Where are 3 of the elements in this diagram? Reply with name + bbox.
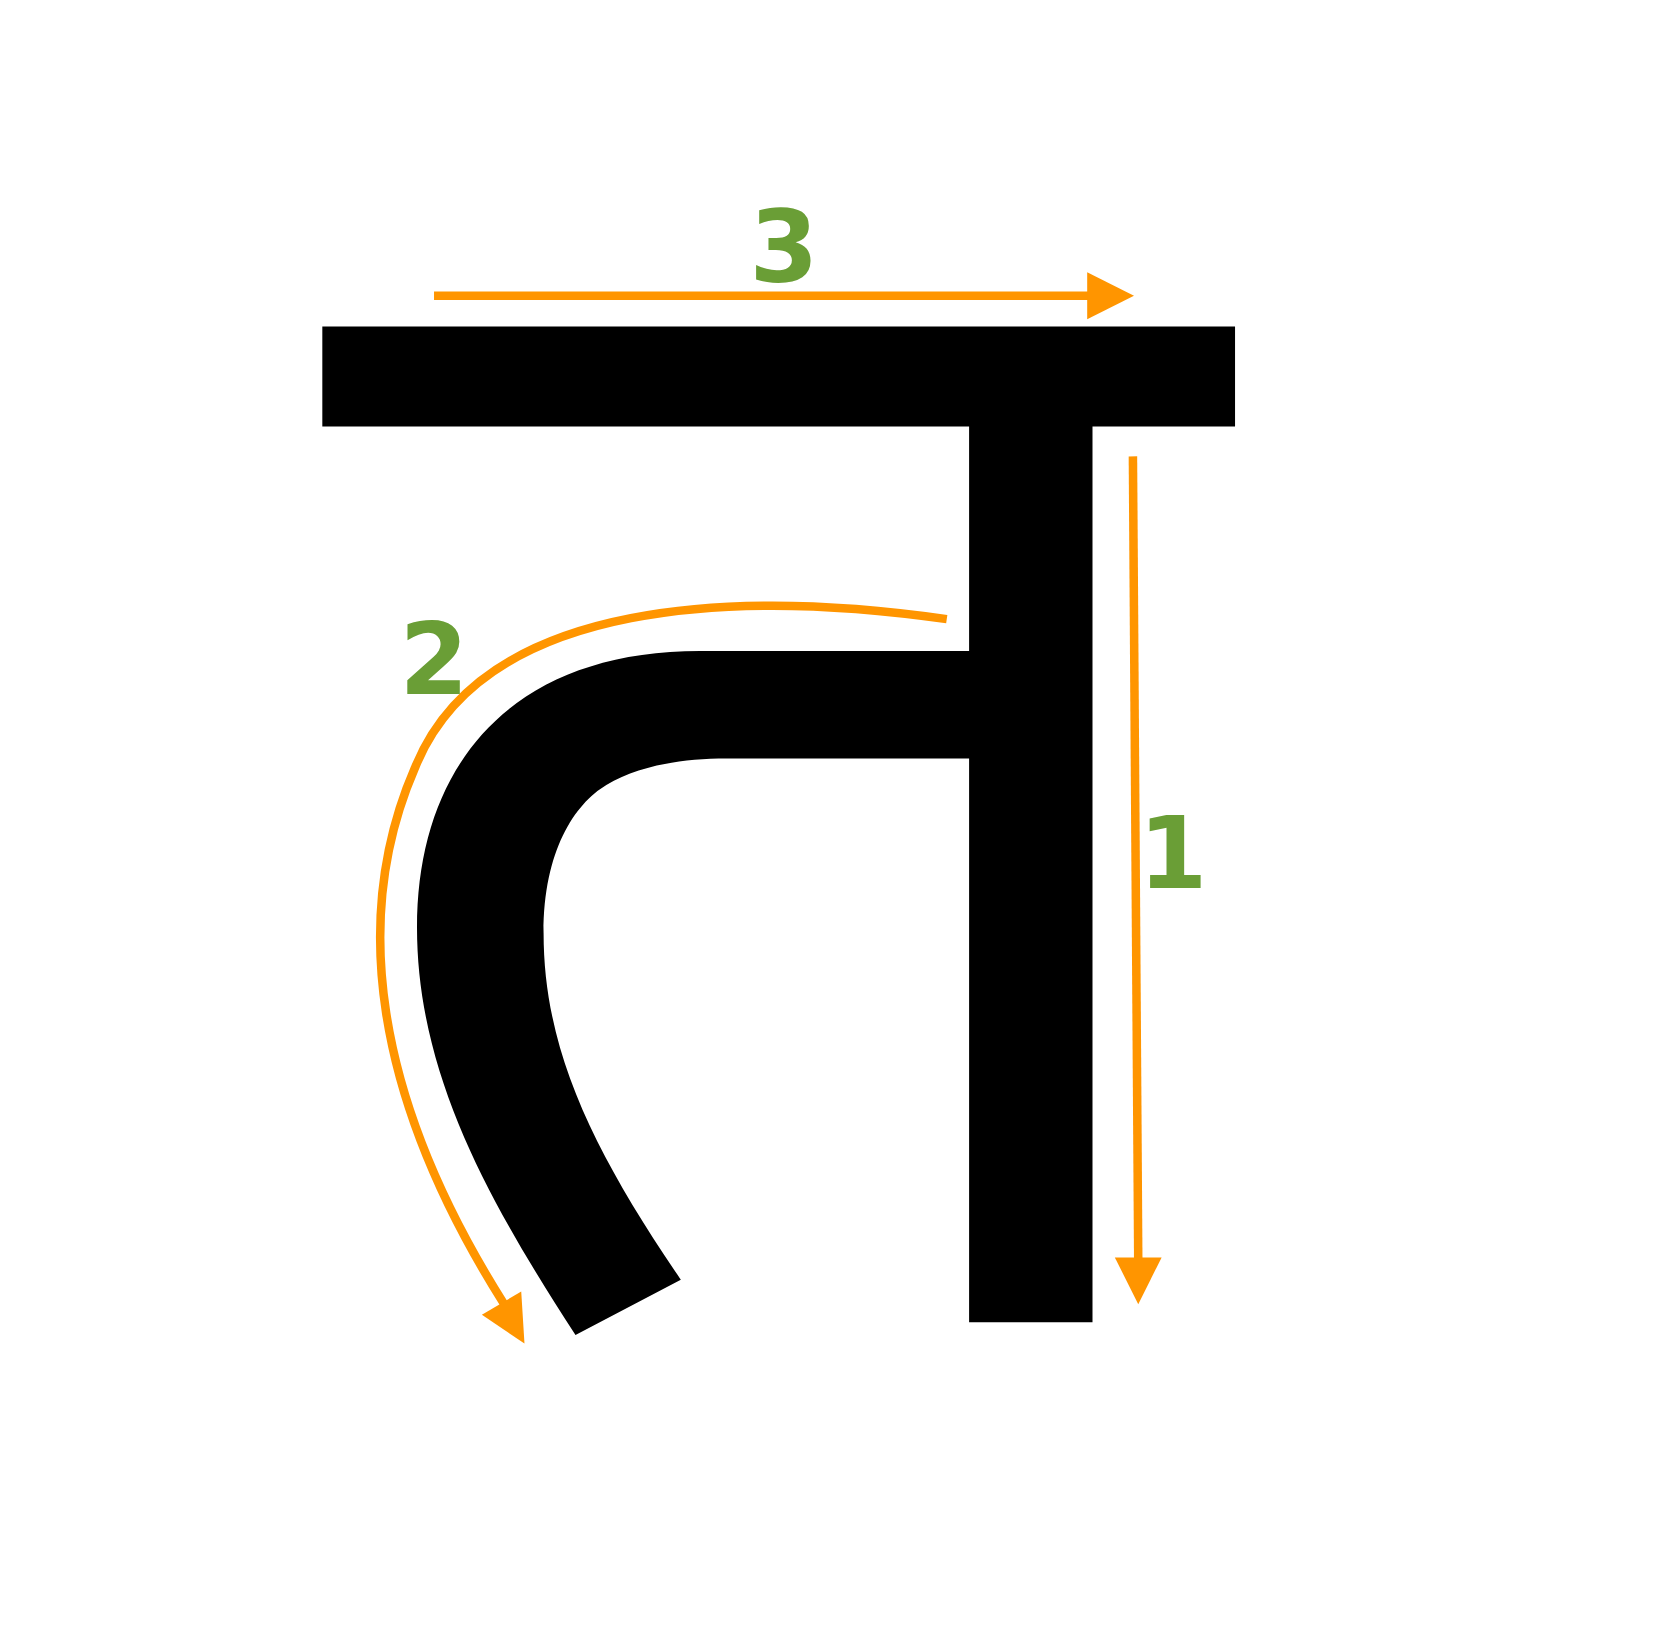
step-number: 1 [1138, 814, 1208, 894]
step-number: 3 [749, 208, 819, 288]
step-number: 2 [399, 620, 469, 700]
